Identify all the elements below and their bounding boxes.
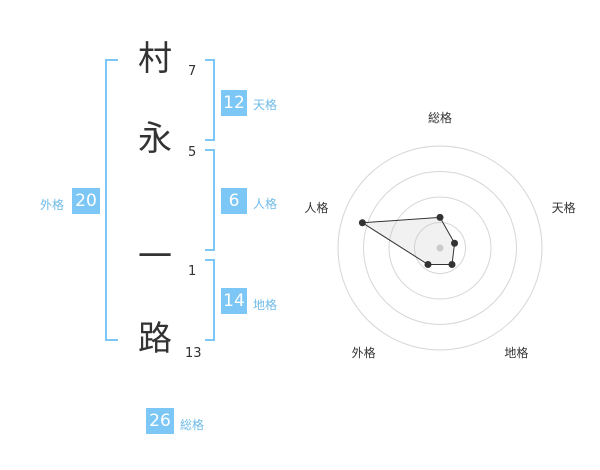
chikaku-label: 地格 — [253, 298, 278, 312]
gaikaku-bracket — [105, 59, 118, 341]
radar-axis-label-1: 天格 — [552, 200, 576, 215]
gaikaku-badge: 20 — [72, 188, 100, 214]
jinkaku-bracket — [205, 149, 215, 251]
jinkaku-label: 人格 — [253, 197, 278, 211]
tenkaku-badge: 12 — [221, 90, 247, 116]
radar-point-3 — [424, 261, 432, 269]
radar-axis-label-0: 総格 — [428, 110, 452, 125]
radar-axis-label-3: 外格 — [352, 345, 376, 360]
radar-ring-4 — [337, 145, 543, 351]
stroke-count-3: 1 — [188, 264, 197, 279]
stroke-count-4: 13 — [185, 346, 202, 361]
radar-axis-label-4: 人格 — [304, 200, 328, 215]
tenkaku-label: 天格 — [253, 98, 278, 112]
chikaku-badge: 14 — [221, 288, 247, 314]
radar-axis-label-2: 地格 — [504, 345, 528, 360]
stroke-count-2: 5 — [188, 145, 197, 160]
jinkaku-badge: 6 — [221, 188, 247, 214]
stroke-count-1: 7 — [188, 64, 197, 79]
tenkaku-bracket — [205, 59, 215, 141]
name-char-2: 永 — [138, 119, 172, 159]
name-char-3: 一 — [138, 237, 172, 277]
chikaku-bracket — [205, 259, 215, 341]
soukaku-label: 総格 — [180, 418, 205, 432]
radar-ring-1 — [414, 222, 466, 274]
radar-ring-3 — [363, 171, 517, 325]
radar-point-0 — [436, 213, 444, 221]
radar-point-4 — [358, 219, 366, 227]
name-char-1: 村 — [138, 39, 172, 79]
name-char-4: 路 — [138, 319, 172, 359]
radar-point-2 — [448, 261, 456, 269]
gaikaku-label: 外格 — [40, 198, 65, 212]
radar-center — [436, 244, 444, 252]
radar-ring-2 — [388, 196, 492, 300]
radar-point-1 — [451, 239, 459, 247]
soukaku-badge: 26 — [146, 408, 174, 434]
radar-series-polygon — [360, 216, 456, 266]
